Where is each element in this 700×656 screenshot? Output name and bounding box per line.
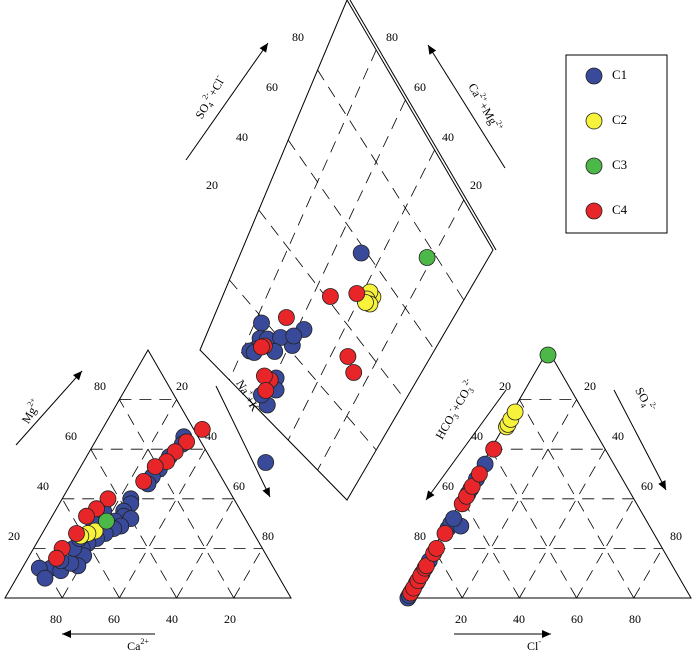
hco3-arrow xyxy=(426,490,435,500)
diamond-point-c4 xyxy=(348,285,366,302)
cation-bottom-tick: 60 xyxy=(108,612,120,626)
anion-left-tick: 60 xyxy=(442,479,454,493)
diamond-point-c4 xyxy=(253,338,270,356)
cation-right-tick: 60 xyxy=(233,479,245,493)
anion-left-tick: 40 xyxy=(471,429,483,443)
cation-bottom-tick: 40 xyxy=(166,612,178,626)
mg-arrow xyxy=(73,371,82,381)
diamond-left-tick: 20 xyxy=(206,178,218,192)
anion-point-c4 xyxy=(417,557,435,575)
diamond-point-c4 xyxy=(345,364,363,381)
cation-point-c4 xyxy=(193,420,211,438)
cation-point-c4 xyxy=(68,525,85,542)
anion-point-c4 xyxy=(436,525,454,542)
anion-bottom-tick: 40 xyxy=(513,612,525,626)
diamond-point-c4 xyxy=(255,367,273,385)
so4cl-axis-label: SO42-+Cl- xyxy=(191,73,230,123)
diamond-right-tick: 20 xyxy=(470,178,482,192)
legend-marker-c2 xyxy=(585,112,603,130)
cation-point-c4 xyxy=(78,507,95,525)
camg-axis-label: Ca2++Mg2+ xyxy=(466,80,507,135)
legend-marker-c3 xyxy=(585,157,603,175)
anion-triangle-frame xyxy=(404,348,692,599)
anion-point-c1 xyxy=(445,510,463,527)
cation-point-c4 xyxy=(99,490,117,508)
legend-box xyxy=(565,54,668,234)
diamond-point-c4 xyxy=(257,382,275,399)
cation-point-c4 xyxy=(146,458,164,476)
anion-right-tick: 60 xyxy=(641,479,653,493)
cl-axis-label: Cl- xyxy=(527,637,541,652)
diamond-point-c4 xyxy=(339,348,357,365)
cation-left-tick: 80 xyxy=(94,379,106,393)
diamond-left-tick: 40 xyxy=(236,130,248,144)
data-points xyxy=(30,244,557,607)
legend-marker-c4 xyxy=(585,202,603,220)
anion-right-tick: 80 xyxy=(670,529,682,543)
ca-arrow xyxy=(62,630,71,638)
diamond-right-tick: 40 xyxy=(442,130,454,144)
diamond-right-tick: 60 xyxy=(414,80,426,94)
legend-label-c4: C4 xyxy=(612,202,628,217)
cation-left-tick: 60 xyxy=(65,429,77,443)
cation-triangle-frame xyxy=(4,348,292,599)
anion-left-tick: 80 xyxy=(414,529,426,543)
cation-bottom-tick: 20 xyxy=(224,612,236,626)
so4-arrow xyxy=(658,480,666,490)
diamond-left-tick: 80 xyxy=(292,30,304,44)
cation-point-c4 xyxy=(48,549,65,567)
so4cl-arrow xyxy=(259,43,268,53)
cation-left-tick: 20 xyxy=(8,529,20,543)
anion-point-c4 xyxy=(463,477,481,495)
camg-arrow xyxy=(428,45,437,55)
diamond-point-c1 xyxy=(285,327,303,345)
diamond-point-c4 xyxy=(321,288,339,305)
anion-left-tick: 20 xyxy=(499,379,511,393)
cation-point-c3 xyxy=(98,512,115,530)
nak-arrow xyxy=(262,487,270,497)
anion-point-c4 xyxy=(428,540,445,557)
legend-label-c3: C3 xyxy=(612,157,627,172)
cl-arrow xyxy=(542,630,551,638)
diamond-point-c1 xyxy=(253,314,270,332)
diamond-point-c1 xyxy=(352,244,370,262)
cation-right-tick: 80 xyxy=(262,529,274,543)
ca-axis-label: Ca2+ xyxy=(127,637,149,652)
diamond-left-tick: 60 xyxy=(266,80,278,94)
cation-point-c4 xyxy=(178,433,196,451)
legend-marker-c1 xyxy=(585,67,603,85)
diamond-right-tick: 80 xyxy=(386,30,398,44)
diamond-frame xyxy=(199,0,494,501)
cation-left-tick: 40 xyxy=(37,479,49,493)
diamond-point-c4 xyxy=(277,309,295,326)
cation-point-c4 xyxy=(135,472,153,490)
anion-point-c2 xyxy=(506,403,524,421)
diagram-gridlines xyxy=(33,49,663,599)
diamond-point-c3 xyxy=(418,249,436,266)
so4-axis-label: SO42- xyxy=(630,384,659,416)
cation-bottom-tick: 80 xyxy=(50,612,62,626)
cation-right-tick: 20 xyxy=(176,379,188,393)
diamond-point-c1 xyxy=(257,454,275,471)
anion-point-c4 xyxy=(470,465,488,483)
anion-point-c4 xyxy=(485,440,503,458)
legend-label-c2: C2 xyxy=(612,112,627,127)
anion-point-c3 xyxy=(539,346,557,364)
legend-label-c1: C1 xyxy=(612,67,627,82)
diagram-tick-labels: 20 40 60 80 20 40 60 80 80 60 40 20 20 40 60 80 20 40 60 80… xyxy=(8,30,682,626)
anion-bottom-tick: 20 xyxy=(455,612,467,626)
mg-axis-label: Mg2+ xyxy=(17,396,43,426)
anion-bottom-tick: 80 xyxy=(629,612,641,626)
anion-right-tick: 40 xyxy=(612,429,624,443)
cation-point-c1 xyxy=(36,569,54,587)
anion-right-tick: 20 xyxy=(584,379,596,393)
anion-bottom-tick: 60 xyxy=(571,612,583,626)
